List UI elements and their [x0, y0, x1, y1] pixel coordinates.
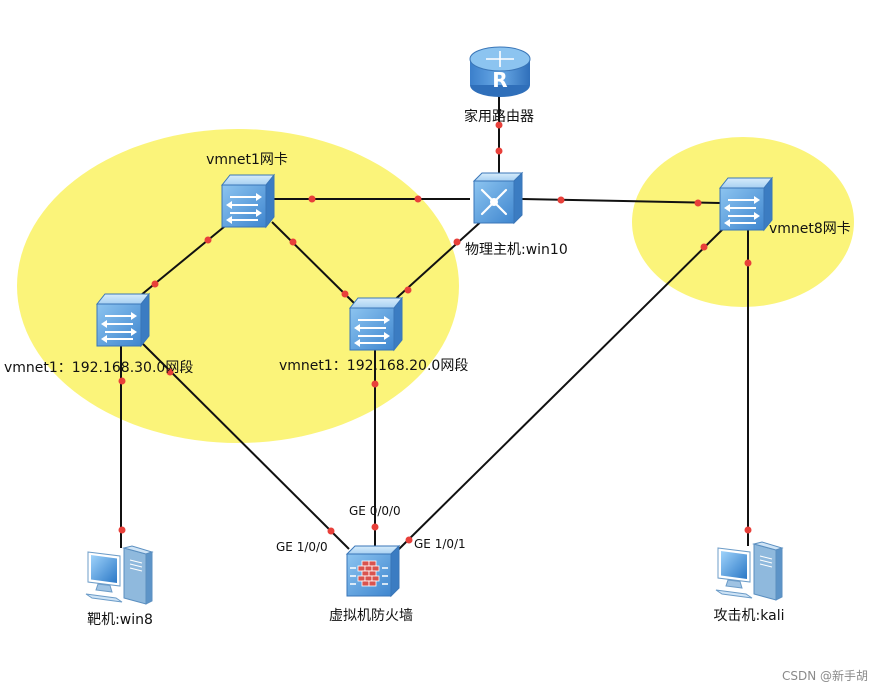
- port-dot: [405, 536, 413, 544]
- vmnet8-nic-label: vmnet8网卡: [769, 221, 851, 237]
- port-dot: [118, 377, 126, 385]
- port-dot: [118, 526, 126, 534]
- port-dot: [371, 380, 379, 388]
- host-label: 物理主机:win10: [465, 242, 568, 258]
- switch-icon: [719, 177, 773, 231]
- vmnet1-zone: [17, 129, 459, 443]
- port-dot: [166, 368, 174, 376]
- port-dot: [557, 196, 565, 204]
- link-seg30-firewall: [142, 343, 350, 550]
- port-label-ge000: GE 0/0/0: [349, 504, 401, 518]
- attacker-machine[interactable]: [715, 541, 783, 601]
- switch-icon: [349, 297, 403, 351]
- segment-30-label: vmnet1：192.168.30.0网段: [4, 360, 193, 376]
- port-dots: [118, 121, 752, 544]
- port-dot: [404, 286, 412, 294]
- virtual-firewall[interactable]: [346, 545, 400, 597]
- switch-icon: [96, 293, 150, 347]
- port-dot: [700, 243, 708, 251]
- segment-20-switch[interactable]: [349, 297, 403, 351]
- port-dot: [495, 121, 503, 129]
- port-dot: [744, 259, 752, 267]
- link-host-vmnet8: [521, 198, 721, 204]
- port-dot: [453, 238, 461, 246]
- port-label-ge101: GE 1/0/1: [414, 537, 466, 551]
- port-dot: [204, 236, 212, 244]
- segment-20-label: vmnet1：192.168.20.0网段: [279, 358, 468, 374]
- port-label-ge100: GE 1/0/0: [276, 540, 328, 554]
- port-dot: [289, 238, 297, 246]
- switch-icon: [221, 174, 275, 228]
- port-dot: [308, 195, 316, 203]
- port-dot: [694, 199, 702, 207]
- links: [120, 95, 749, 551]
- vmnet1-nic[interactable]: [221, 174, 275, 228]
- port-dot: [151, 280, 159, 288]
- target-machine[interactable]: [85, 545, 153, 605]
- core-switch-icon: [472, 171, 524, 225]
- router-label: 家用路由器: [464, 108, 534, 125]
- segment-30-switch[interactable]: [96, 293, 150, 347]
- port-dot: [371, 523, 379, 531]
- port-dot: [414, 195, 422, 203]
- physical-host[interactable]: [472, 171, 524, 225]
- attacker-label: 攻击机:kali: [714, 608, 785, 624]
- vmnet8-nic[interactable]: [719, 177, 773, 231]
- link-vmnet8-firewall: [397, 223, 729, 551]
- firewall-label: 虚拟机防火墙: [329, 608, 413, 624]
- link-vmnet1-seg30: [134, 221, 231, 301]
- port-dot: [327, 527, 335, 535]
- target-label: 靶机:win8: [87, 612, 153, 628]
- pc-icon: [85, 545, 153, 605]
- router-icon: [469, 46, 531, 98]
- link-vmnet1-seg20: [271, 221, 356, 305]
- pc-icon: [715, 541, 783, 601]
- port-dot: [495, 147, 503, 155]
- watermark: CSDN @新手胡: [782, 668, 868, 683]
- firewall-icon: [346, 545, 400, 597]
- home-router[interactable]: [469, 46, 531, 98]
- port-dot: [341, 290, 349, 298]
- port-dot: [744, 526, 752, 534]
- vmnet1-nic-label: vmnet1网卡: [206, 152, 288, 168]
